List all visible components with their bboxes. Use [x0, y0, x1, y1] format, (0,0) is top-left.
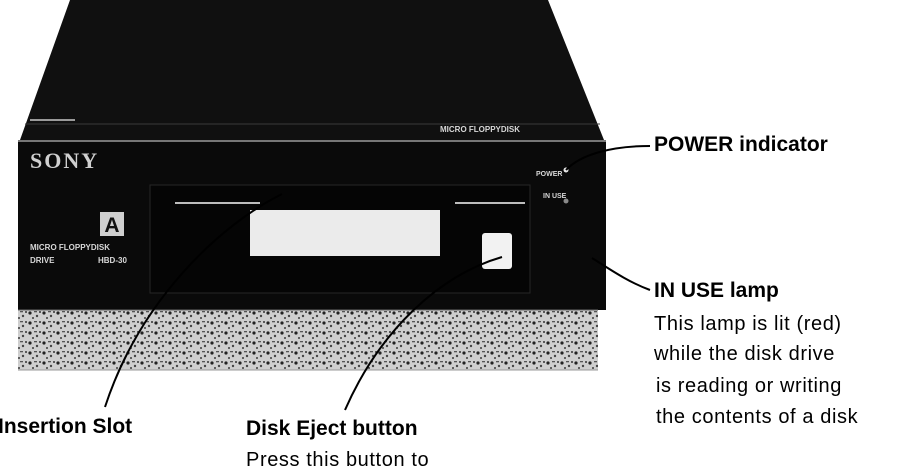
leader-in-use-lamp: [591, 257, 651, 291]
power-indicator-callout: POWER indicator: [654, 133, 828, 156]
in-use-lamp-desc-4: the contents of a disk: [656, 406, 859, 428]
insertion-slot-callout: Insertion Slot: [0, 415, 133, 438]
badge-a-icon: A: [100, 212, 124, 237]
brand-logo: SONY: [30, 148, 99, 173]
leader-insertion-slot: [104, 193, 283, 408]
model-line-2-left: DRIVE: [30, 256, 55, 265]
drive-top-panel: [20, 0, 604, 140]
power-indicator-label: POWER: [536, 171, 562, 178]
top-model-badge: MICRO FLOPPYDISK: [440, 125, 520, 134]
in-use-lamp-light: [563, 198, 569, 204]
svg-text:A: A: [104, 214, 119, 237]
in-use-lamp-desc-3: is reading or writing: [656, 375, 843, 397]
drive-base: [18, 310, 598, 370]
in-use-lamp-callout: IN USE lamp: [654, 279, 779, 302]
model-line-1: MICRO FLOPPYDISK: [30, 243, 110, 252]
in-use-lamp-desc-2: while the disk drive: [654, 343, 835, 365]
in-use-lamp-label: IN USE: [543, 193, 567, 200]
disk-eject-button-callout: Disk Eject button: [246, 417, 418, 440]
leader-disk-eject-button: [344, 256, 503, 411]
leader-power-indicator: [565, 145, 651, 171]
disk-eject-button-desc-1: Press this button to: [246, 449, 430, 471]
insertion-slot[interactable]: [250, 210, 440, 256]
disk-eject-button[interactable]: [482, 233, 512, 269]
in-use-lamp-desc-1: This lamp is lit (red): [654, 313, 842, 335]
model-line-2-right: HBD-30: [98, 256, 127, 265]
